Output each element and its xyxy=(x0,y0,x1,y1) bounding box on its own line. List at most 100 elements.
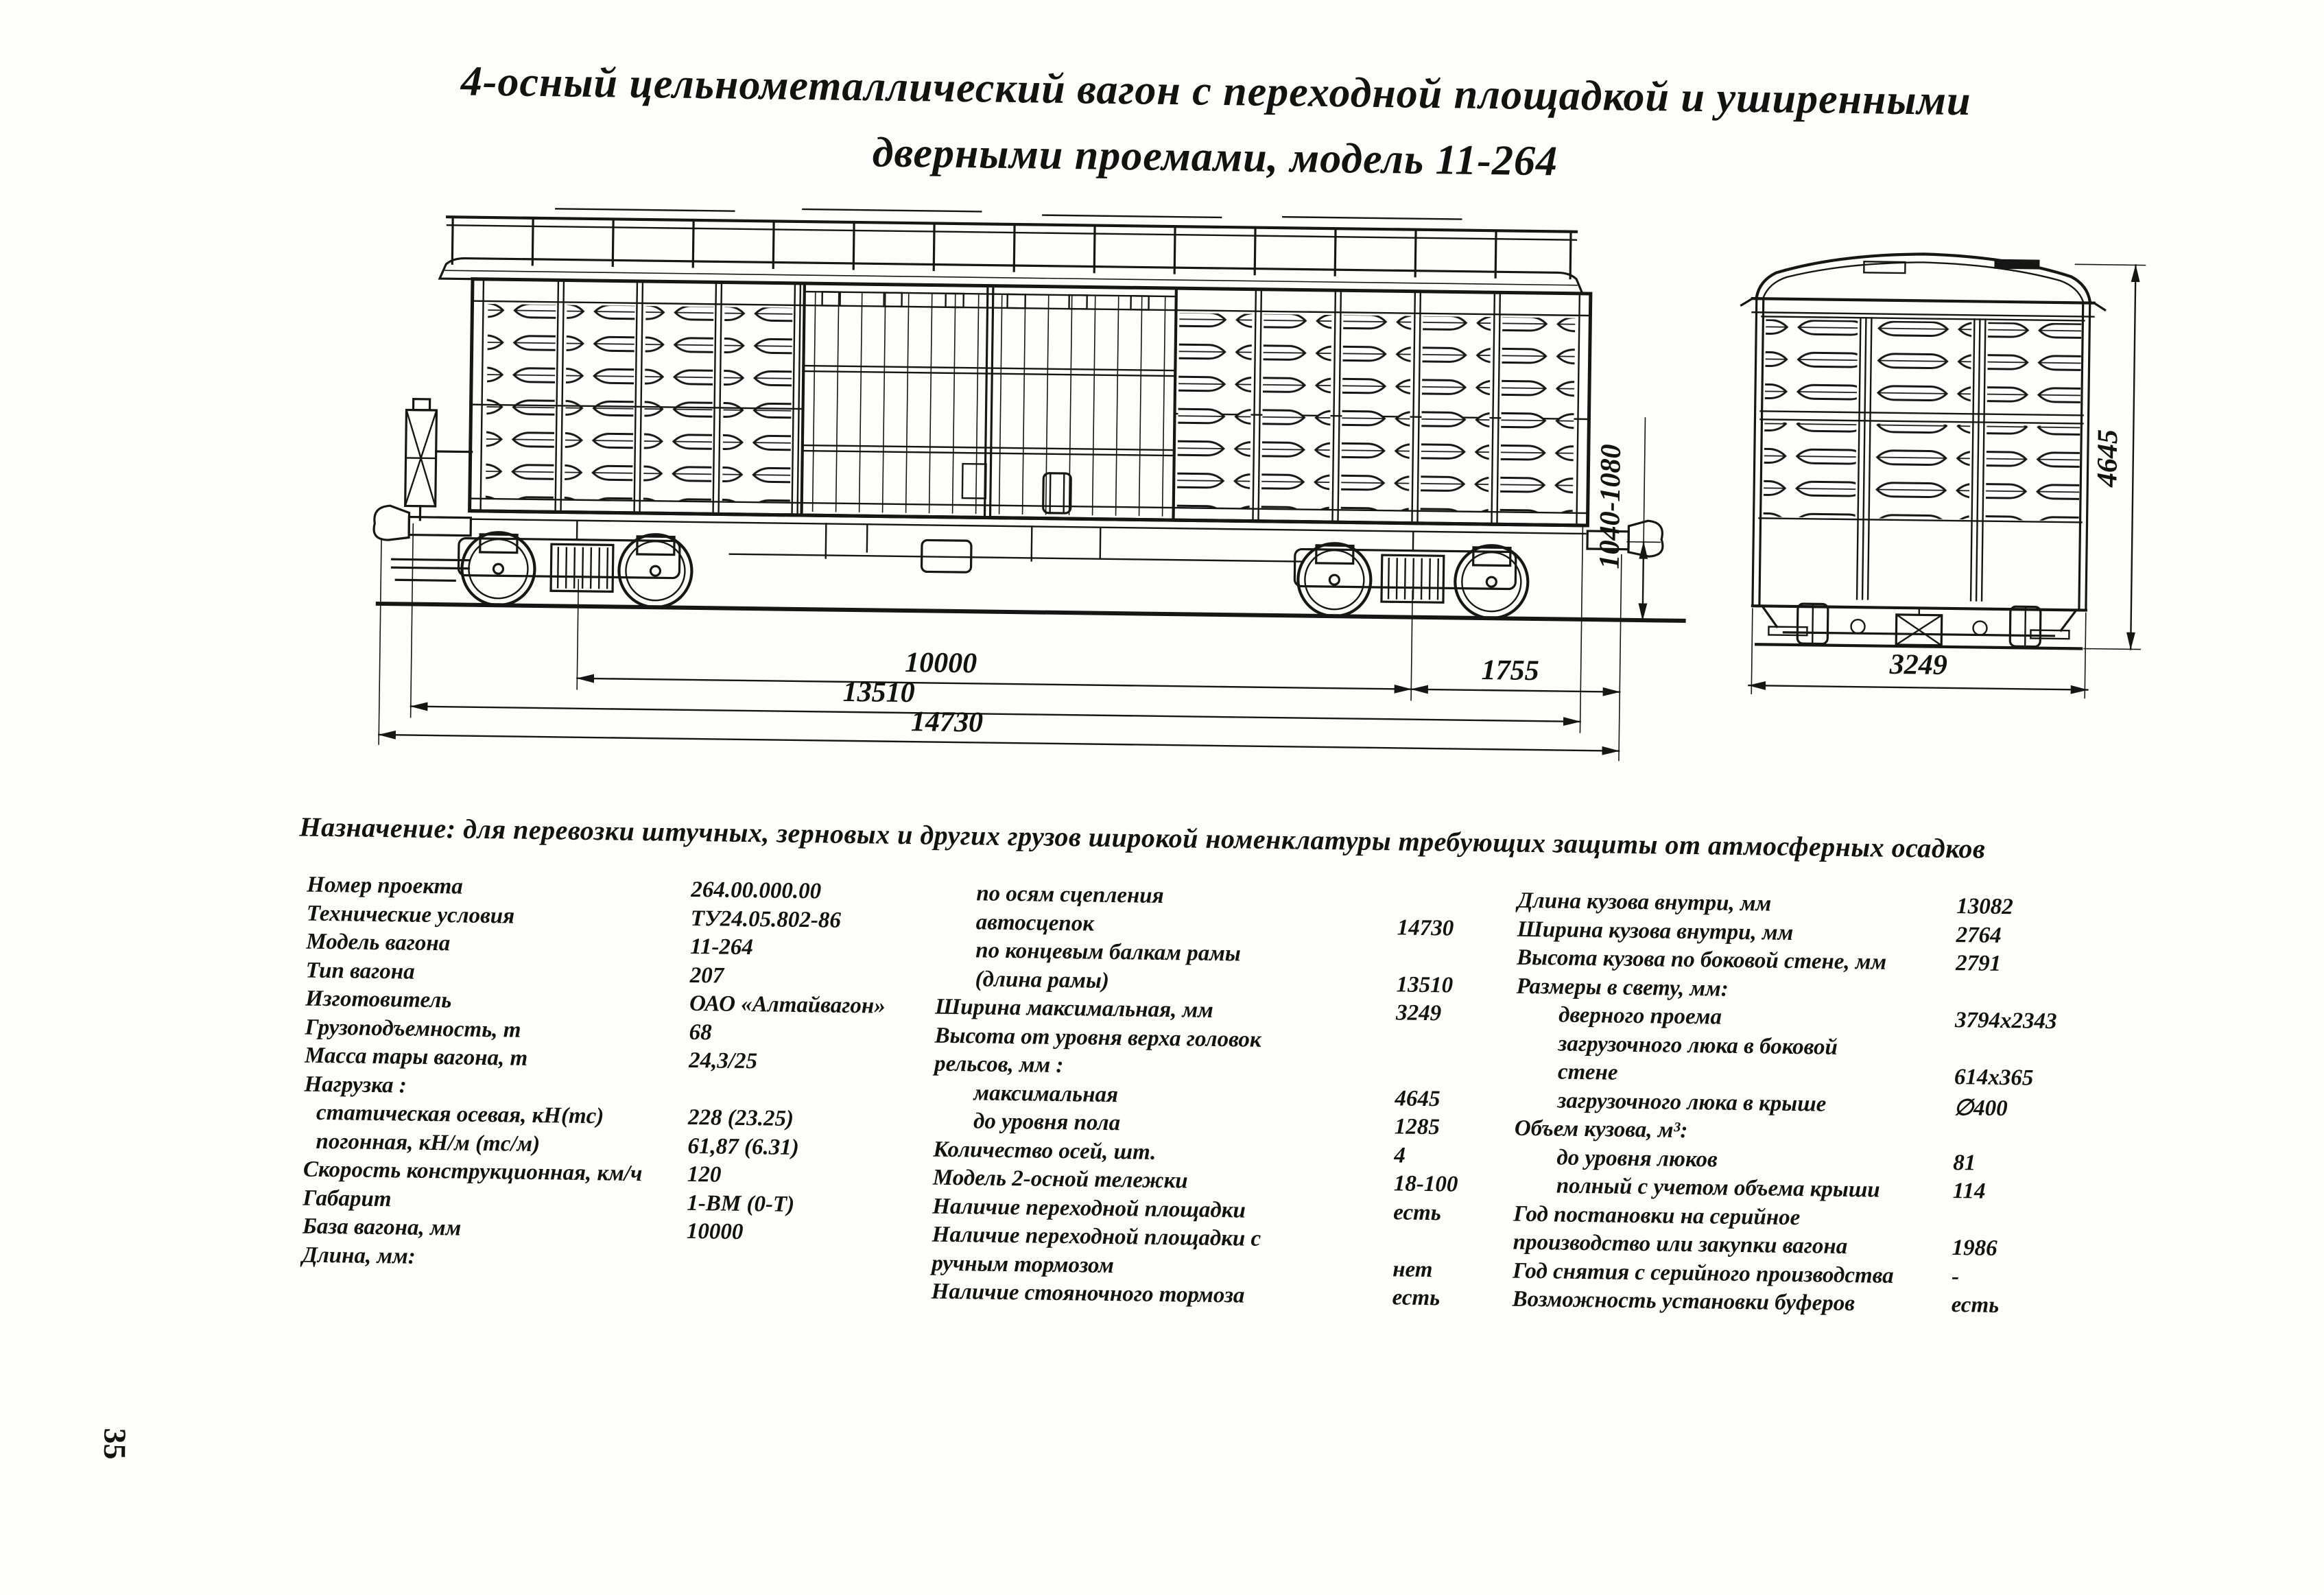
spec-label: Количество осей, шт. xyxy=(933,1137,1157,1165)
underframe xyxy=(470,509,1587,574)
bogie-left xyxy=(457,519,693,609)
spec-label: Высота от уровня верха головок xyxy=(934,1023,1261,1052)
roof xyxy=(438,257,1585,295)
spec-label: загрузочного люка в крыше xyxy=(1557,1088,1827,1117)
spec-value: 3249 xyxy=(1395,1000,1442,1026)
spec-label: Технические условия xyxy=(306,901,515,929)
spec-value: 10000 xyxy=(686,1218,744,1244)
car-body xyxy=(468,277,1593,528)
spec-value: 120 xyxy=(687,1161,722,1188)
spec-value: 13510 xyxy=(1396,971,1454,998)
spec-label: Модель вагона xyxy=(306,929,451,956)
spec-value: 3794х2343 xyxy=(1954,1008,2057,1035)
end-body xyxy=(1740,296,2107,612)
dim-wheelbase: 10000 xyxy=(905,647,977,679)
spec-value: 81 xyxy=(1953,1150,1976,1175)
end-view: 3249 4645 xyxy=(1740,252,2146,699)
technical-drawing: 10000 1755 13510 14730 1040-1080 xyxy=(372,208,2146,761)
spec-label: полный с учетом объема крыши xyxy=(1556,1173,1880,1203)
purpose-line: Назначение: для перевозки штучных, зерно… xyxy=(299,811,1986,864)
spec-label: Ширина максимальная, мм xyxy=(934,994,1214,1023)
spec-value: есть xyxy=(1951,1292,2000,1318)
spec-label: рельсов, мм : xyxy=(934,1051,1064,1078)
handbrake-stand xyxy=(390,397,473,582)
spec-label: стене xyxy=(1557,1059,1618,1085)
spec-label: ручным тормозом xyxy=(932,1251,1115,1278)
spec-value: ОАО «Алтайвагон» xyxy=(689,991,886,1019)
spec-value: 614х365 xyxy=(1954,1065,2034,1091)
spec-label: Год снятия с серийного производства xyxy=(1512,1258,1894,1288)
spec-label: по осям сцепления xyxy=(976,881,1164,908)
spec-value: 11-264 xyxy=(690,934,754,960)
spec-value: 2764 xyxy=(1956,922,2002,948)
spec-label: Длина кузова внутри, мм xyxy=(1517,888,1772,917)
spec-value: 68 xyxy=(689,1019,712,1045)
spec-value: 14730 xyxy=(1397,914,1454,941)
dimension-lines-side: 10000 1755 13510 14730 1040-1080 xyxy=(378,417,1661,761)
spec-value: 207 xyxy=(689,962,724,989)
spec-label: Высота кузова по боковой стене, мм xyxy=(1516,945,1887,975)
end-roof xyxy=(1755,252,2092,303)
roof-walkway xyxy=(446,208,1578,280)
spec-label: загрузочного люка в боковой xyxy=(1558,1031,1838,1060)
spec-label: по концевым балкам рамы xyxy=(975,938,1242,967)
coupler-left xyxy=(372,504,473,541)
spec-value: есть xyxy=(1392,1285,1440,1311)
spec-value: есть xyxy=(1393,1199,1442,1225)
spec-label: максимальная xyxy=(973,1080,1119,1107)
spec-label: до уровня люков xyxy=(1556,1145,1718,1172)
spec-value: ТУ24.05.802-86 xyxy=(690,906,842,933)
spec-label: Наличие переходной площадки с xyxy=(932,1222,1261,1251)
spec-value: 2791 xyxy=(1955,951,2002,976)
spec-label: производство или закупки вагона xyxy=(1513,1229,1848,1260)
spec-label: Тип вагона xyxy=(305,958,415,984)
spec-value: ∅400 xyxy=(1954,1095,2008,1121)
spec-label: Возможность установки буферов xyxy=(1512,1286,1855,1316)
spec-value: 4645 xyxy=(1395,1085,1440,1111)
spec-label: Размеры в свету, мм: xyxy=(1516,973,1729,1002)
spec-label: Нагрузка : xyxy=(304,1072,407,1098)
spec-label: Масса тары вагона, т xyxy=(304,1043,528,1071)
dim-end-height: 4645 xyxy=(2091,429,2124,488)
spec-label: Длина, мм: xyxy=(302,1242,416,1269)
spec-value: 61,87 (6.31) xyxy=(687,1133,799,1160)
spec-value: 18-100 xyxy=(1393,1171,1458,1197)
spec-value: 4 xyxy=(1394,1142,1406,1168)
spec-label: до уровня пола xyxy=(973,1109,1121,1136)
spec-label: Год постановки на серийное xyxy=(1513,1201,1801,1230)
dimension-lines-end: 3249 4645 xyxy=(1748,263,2146,699)
spec-label: База вагона, мм xyxy=(302,1214,462,1241)
dim-end-width: 3249 xyxy=(1889,649,1948,681)
coupler-right xyxy=(1586,519,1664,558)
side-view: 10000 1755 13510 14730 1040-1080 xyxy=(372,208,1686,761)
spec-value: 264.00.000.00 xyxy=(691,877,822,904)
spec-label: Объем кузова, м³: xyxy=(1514,1115,1688,1143)
page-title: 4-осный цельнометаллический вагон с пере… xyxy=(282,46,2149,202)
spec-label: Ширина кузова внутри, мм xyxy=(1517,917,1794,945)
spec-label: дверного проема xyxy=(1558,1002,1722,1030)
spec-label: Грузоподъемность, т xyxy=(305,1015,521,1043)
dim-length-over-couplers: 14730 xyxy=(911,706,984,738)
spec-value: 1285 xyxy=(1394,1114,1440,1140)
spec-value: 1-ВМ (0-Т) xyxy=(687,1190,795,1217)
dim-coupler-height: 1040-1080 xyxy=(1594,444,1627,569)
spec-label: Габарит xyxy=(303,1185,392,1212)
spec-value: 228 (23.25) xyxy=(687,1104,794,1131)
spec-label: Наличие переходной площадки xyxy=(932,1194,1246,1223)
spec-value: 13082 xyxy=(1956,894,2013,920)
spec-label: Скорость конструкционная, км/ч xyxy=(303,1157,643,1187)
spec-label: Наличие стояночного тормоза xyxy=(931,1279,1245,1308)
page-number: 35 xyxy=(97,1428,133,1460)
end-undergear xyxy=(1755,602,2083,650)
sliding-door xyxy=(800,283,1178,522)
spec-value: 114 xyxy=(1952,1179,1986,1204)
spec-column-3: Длина кузова внутри, мм 13082 Ширина кузо… xyxy=(1512,888,2203,1325)
rail-line xyxy=(375,601,1686,623)
spec-value: - xyxy=(1951,1264,1960,1289)
spec-label: статическая осевая, кН(тс) xyxy=(316,1100,604,1129)
spec-value: 24,3/25 xyxy=(688,1048,758,1074)
